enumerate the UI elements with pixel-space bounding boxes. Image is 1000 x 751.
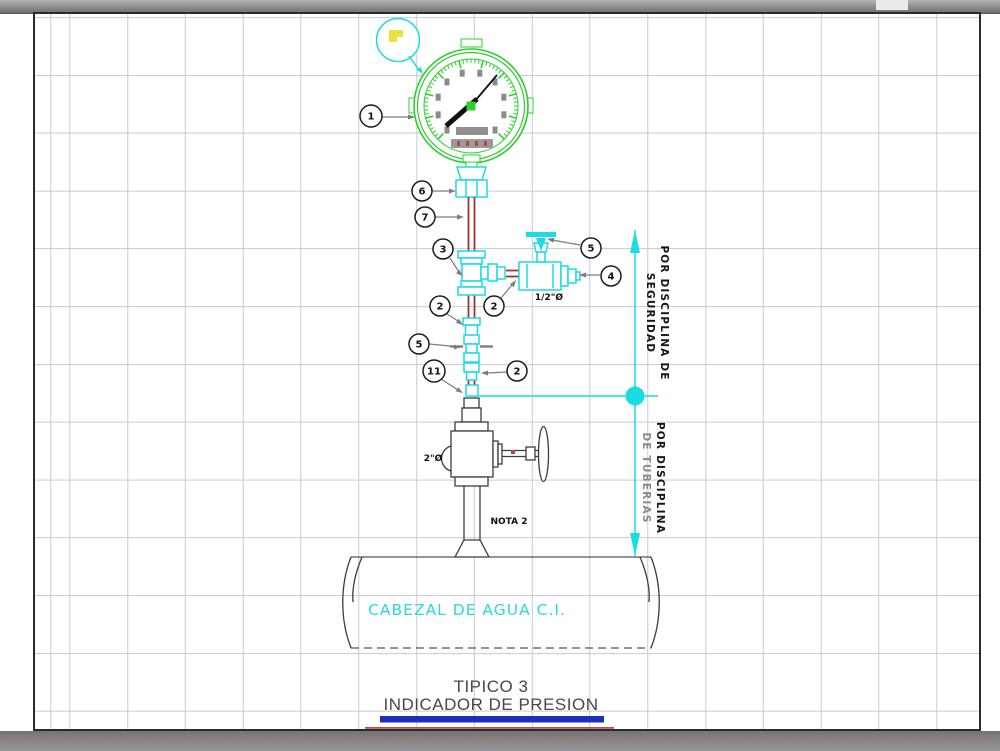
valve-plug: [560, 265, 569, 287]
svg-text:2: 2: [514, 367, 521, 378]
root-gate-valve: 2"Ø: [424, 397, 550, 487]
security-discipline-label: POR DISCIPLINA DE SEGURIDAD: [644, 245, 670, 380]
title-block: TIPICO 3 INDICADOR DE PRESION: [365, 677, 614, 729]
svg-text:11: 11: [427, 367, 441, 378]
note-label: NOTA 2: [491, 517, 528, 527]
header-pipe: CABEZAL DE AGUA C.I.: [342, 556, 660, 649]
lower-fitting-stack: [463, 362, 480, 397]
svg-text:1: 1: [368, 112, 375, 123]
security-label-line2: SEGURIDAD: [644, 273, 656, 353]
riser-pipe: NOTA 2: [453, 486, 528, 558]
balloon-4: 4: [579, 265, 622, 287]
callout-balloon-icon: [375, 17, 423, 74]
valve-size-label: 1/2"Ø: [535, 292, 564, 303]
drawing-title-line2: INDICADOR DE PRESION: [384, 695, 599, 714]
piping-label-line1: POR DISCIPLINA: [654, 422, 666, 534]
svg-text:3: 3: [440, 245, 447, 256]
pipe-size-label: 2"Ø: [424, 453, 443, 464]
pressure-gauge: [408, 38, 534, 169]
balloon-2c: 2: [481, 360, 528, 382]
balloon-11: 11: [422, 359, 463, 393]
dimension-arrow-down: [630, 533, 640, 556]
yellow-marker-icon: [389, 30, 403, 42]
security-label-line1: POR DISCIPLINA DE: [658, 245, 670, 380]
gauge-scale-block: [451, 139, 493, 148]
dimension-junction-dot: [625, 386, 645, 406]
svg-text:2: 2: [437, 302, 444, 313]
drawing-title-line1: TIPICO 3: [454, 677, 529, 696]
title-underline-red: [365, 727, 614, 729]
svg-text:2: 2: [491, 302, 498, 313]
coupling-fitting: [462, 317, 481, 337]
piping-discipline-label: POR DISCIPLINA DE TUBERIAS: [640, 422, 666, 534]
svg-text:7: 7: [422, 213, 429, 224]
svg-text:4: 4: [608, 272, 615, 283]
valve-t-handle: [526, 232, 556, 237]
red-dotted-line: [0, 738, 1000, 740]
balloon-2b: 2: [483, 280, 516, 317]
tee-fitting: [457, 250, 486, 296]
window-bottom-bar: [0, 731, 1000, 751]
balloon-7: 7: [414, 206, 464, 228]
header-pipe-label: CABEZAL DE AGUA C.I.: [368, 601, 566, 619]
title-underline-blue: [380, 716, 604, 723]
balloon-2a: 2: [429, 295, 463, 325]
svg-text:5: 5: [416, 340, 423, 351]
branch-valve-assembly: 1/2"Ø: [480, 232, 581, 303]
balloon-6: 6: [411, 180, 456, 202]
balloon-5a: 5: [547, 237, 602, 259]
svg-text:5: 5: [588, 244, 595, 255]
gauge-hub: [466, 101, 476, 111]
valve-handwheel: [537, 425, 550, 483]
gauge-adapter-fitting: [455, 166, 488, 198]
svg-text:6: 6: [419, 187, 426, 198]
dimension-lines: [479, 230, 658, 556]
piping-label-line2: DE TUBERIAS: [640, 432, 652, 523]
impulse-pipe: [467, 197, 476, 385]
dimension-arrow-up: [630, 230, 640, 253]
balloons: 1 6 7 3 2 2: [359, 104, 622, 393]
window-artifact: [876, 0, 908, 10]
balloon-3: 3: [432, 238, 463, 276]
gauge-ticks: [424, 59, 518, 140]
balloon-1: 1: [359, 104, 415, 128]
balloon-5b: 5: [408, 333, 461, 355]
gauge-label-block: [456, 127, 488, 135]
